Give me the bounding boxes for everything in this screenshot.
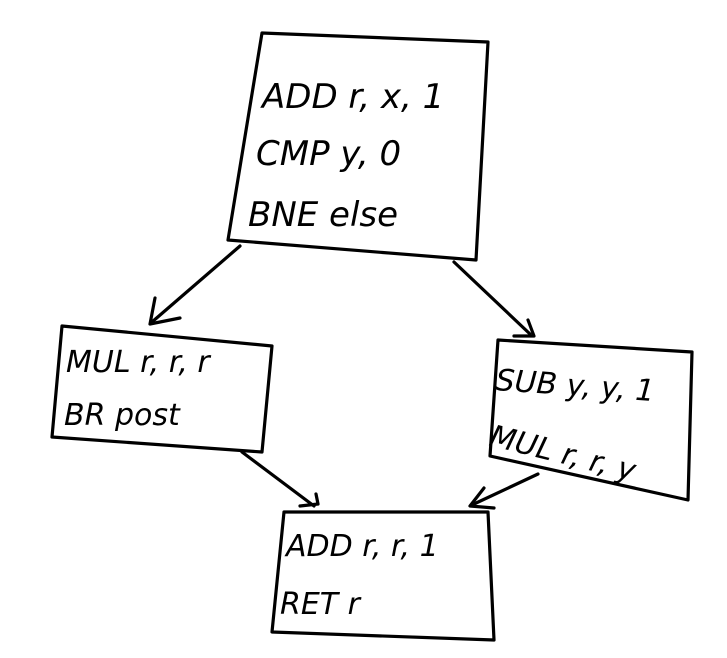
- block-then-border: [50, 324, 274, 454]
- block-post: ADD r, r, 1 RET r: [270, 510, 496, 642]
- block-post-border: [270, 510, 496, 642]
- block-then-line2: BR post: [64, 398, 181, 433]
- block-entry-line3: BNE else: [248, 195, 398, 235]
- block-else-line1: SUB y, y, 1: [494, 363, 655, 409]
- edge-entry-to-then-arrowhead: [148, 296, 182, 326]
- block-entry-line2: CMP y, 0: [256, 134, 401, 174]
- block-else-line2: MUL r, r, y: [486, 419, 640, 489]
- edge-entry-to-else: [452, 260, 536, 338]
- block-entry: ADD r, x, 1 CMP y, 0 BNE else: [226, 31, 490, 262]
- block-then: MUL r, r, r BR post: [50, 324, 274, 454]
- edge-else-to-post-arrowhead: [468, 486, 496, 510]
- block-else: SUB y, y, 1 MUL r, r, y: [486, 338, 694, 502]
- edge-else-to-post-line: [472, 472, 540, 506]
- block-entry-border: [226, 31, 490, 262]
- edge-then-to-post-arrowhead: [298, 492, 320, 508]
- block-entry-line1: ADD r, x, 1: [260, 77, 444, 117]
- edge-entry-to-then: [148, 244, 242, 326]
- edge-entry-to-then-line: [150, 244, 242, 324]
- block-then-line1: MUL r, r, r: [66, 345, 211, 380]
- edge-then-to-post: [240, 450, 320, 508]
- edge-entry-to-else-arrowhead: [512, 318, 536, 338]
- edge-else-to-post: [468, 472, 540, 510]
- block-else-border: [488, 338, 694, 502]
- block-post-line1: ADD r, r, 1: [284, 529, 439, 564]
- edge-then-to-post-line: [240, 450, 316, 508]
- block-post-line2: RET r: [280, 587, 362, 622]
- edge-entry-to-else-line: [452, 260, 532, 336]
